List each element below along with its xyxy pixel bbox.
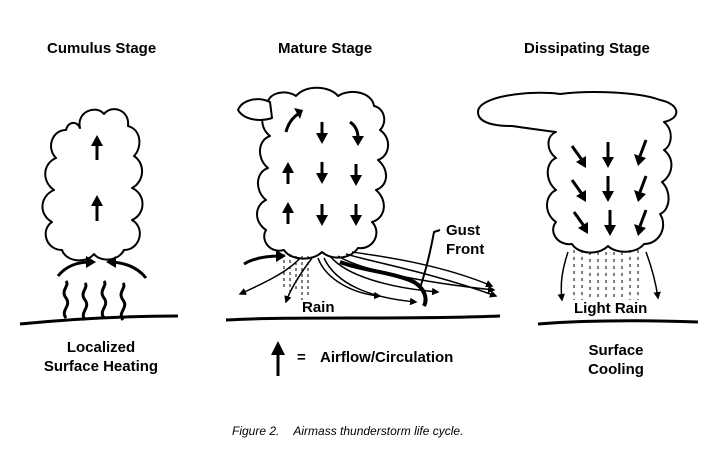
- up-arrow-icon: [271, 341, 285, 376]
- dissipating-outflow-arrows: [557, 251, 661, 302]
- dissipating-caption-line1: Surface: [588, 342, 644, 359]
- legend-label: Airflow/Circulation: [320, 349, 454, 366]
- dissipating-stage-title: Dissipating Stage: [524, 40, 650, 57]
- mature-updraft-arrows: [282, 108, 303, 224]
- mature-inflow-arrow: [243, 250, 286, 266]
- figure-caption-text: Airmass thunderstorm life cycle.: [293, 424, 464, 438]
- cumulus-caption-line1: Localized: [66, 339, 136, 356]
- gust-front-line: [339, 260, 428, 307]
- dissipating-caption: Surface Cooling: [556, 341, 676, 379]
- dissipating-cloud: [477, 91, 678, 254]
- mature-ground: [225, 314, 501, 322]
- dissipating-downdraft-arrows: [570, 139, 648, 236]
- mature-stage-title: Mature Stage: [278, 40, 373, 57]
- mature-rain-streaks: [283, 254, 309, 300]
- figure-number: Figure 2.: [232, 424, 280, 438]
- cumulus-caption-line2: Surface Heating: [43, 358, 159, 375]
- dissipating-ground: [537, 319, 699, 326]
- dissipating-caption-line2: Cooling: [588, 361, 644, 378]
- mature-cloud: [237, 86, 389, 260]
- heat-waves: [62, 280, 127, 321]
- light-rain-label: Light Rain: [572, 300, 650, 317]
- figure-caption: Figure 2. Airmass thunderstorm life cycle…: [232, 424, 463, 438]
- legend-equals: =: [297, 349, 306, 366]
- mature-downdraft-arrows: [316, 120, 364, 226]
- cumulus-updraft-arrows: [91, 135, 103, 221]
- cumulus-stage-title: Cumulus Stage: [47, 40, 157, 57]
- cumulus-cloud: [41, 108, 144, 262]
- cumulus-caption: Localized Surface Heating: [26, 338, 176, 376]
- mature-rain-label: Rain: [302, 299, 335, 316]
- dissipating-rain-streaks: [573, 250, 639, 304]
- cumulus-ground: [19, 314, 179, 326]
- gust-front-pointer: [419, 229, 441, 289]
- cumulus-inflow-arrows: [56, 256, 148, 279]
- gust-front-label-line2: Front: [446, 241, 485, 258]
- gust-front-label-line1: Gust: [446, 222, 481, 239]
